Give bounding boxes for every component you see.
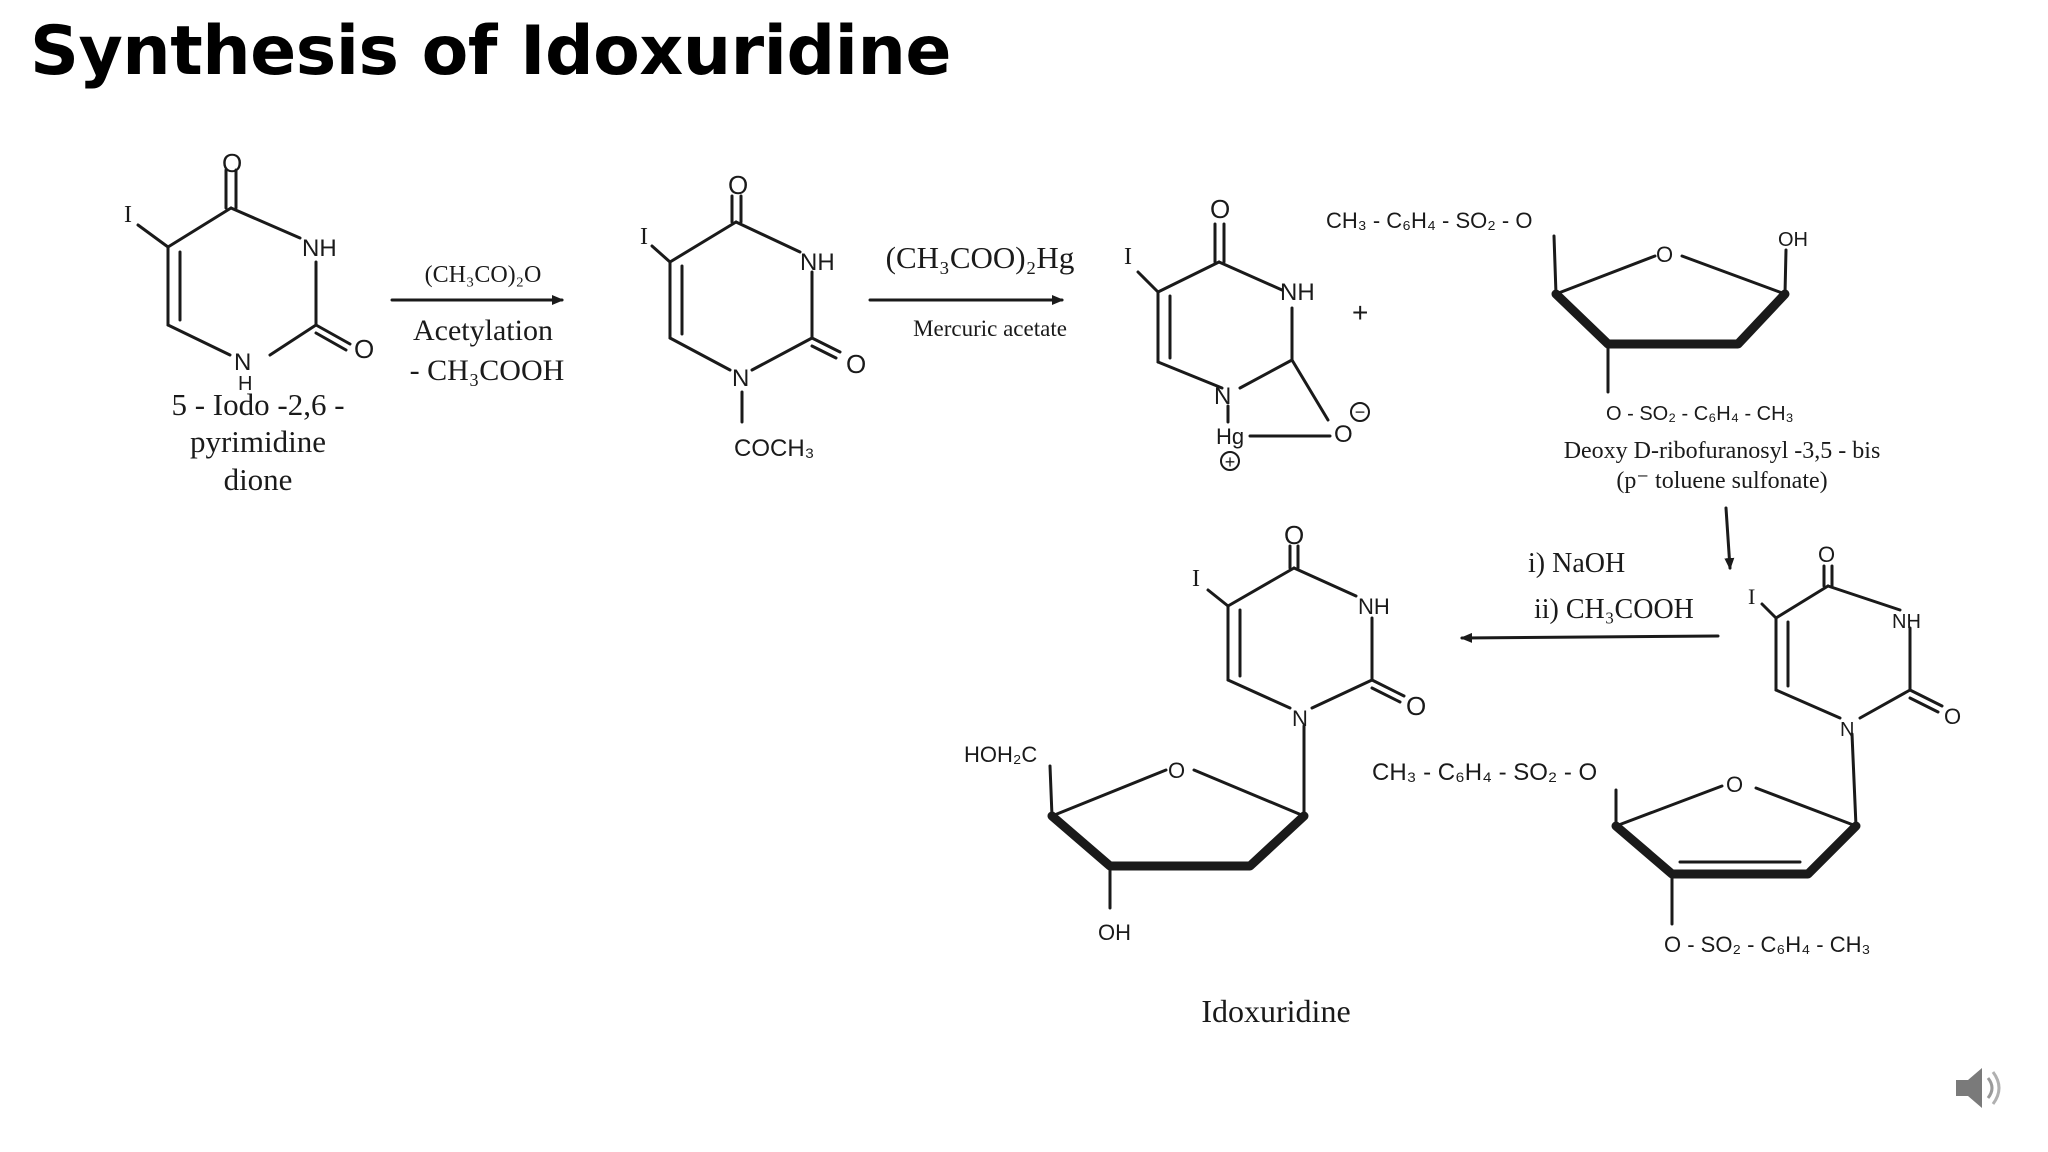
- hydroxyl-label: OH: [1098, 920, 1131, 945]
- compound-1-name: dione: [224, 462, 293, 497]
- oxygen-label: O: [1284, 520, 1304, 550]
- idoxuridine-product: I O NH O N HOH₂C O OH Idoxuridine: [964, 520, 1426, 1029]
- intermediate-nucleoside: I O NH O N CH₃ - C₆H₄ - SO₂ - O O O - SO…: [1372, 542, 1961, 957]
- iodine-label: I: [124, 202, 132, 228]
- tosyl-group-label: O - SO₂ - C₆H₄ - CH₃: [1606, 403, 1794, 425]
- nh-label: NH: [302, 235, 337, 262]
- step-4-arrow: i) NaOH ii) CH₃COOH: [1460, 548, 1720, 643]
- nitrogen-label: N: [1292, 706, 1308, 731]
- plus-charge: +: [1225, 452, 1236, 472]
- step-1-arrow: (CH₃CO)₂O Acetylation - CH₃COOH: [390, 262, 565, 387]
- oxygen-label: O: [354, 334, 374, 364]
- speaker-icon[interactable]: [1950, 1058, 2010, 1118]
- ring-oxygen-label: O: [1168, 758, 1185, 783]
- ring-oxygen-label: O: [1656, 242, 1673, 267]
- oxygen-label: O: [1818, 542, 1835, 567]
- reagent-label: ii) CH₃COOH: [1534, 594, 1694, 625]
- nh-label: NH: [1892, 611, 1921, 633]
- reagent-name: Mercuric acetate: [913, 316, 1067, 341]
- reagent-label: i) NaOH: [1528, 548, 1625, 579]
- positive-charge-icon: [1220, 451, 1240, 471]
- slide-title: Synthesis of Idoxuridine: [30, 12, 951, 91]
- compound-1: I O NH O N H 5 - Iodo -2,6 - pyrimidine …: [124, 148, 374, 497]
- minus-charge: −: [1355, 402, 1366, 422]
- reagent-label: (CH₃CO)₂O: [425, 262, 542, 288]
- oxygen-label: O: [1210, 194, 1230, 224]
- product-name: Idoxuridine: [1201, 993, 1350, 1029]
- nitrogen-label: N: [1840, 719, 1854, 741]
- tosyl-group-label: CH₃ - C₆H₄ - SO₂ - O: [1372, 759, 1597, 786]
- nh-label: NH: [800, 249, 835, 276]
- iodine-label: I: [1748, 584, 1755, 609]
- oxygen-label: O: [1944, 704, 1961, 729]
- byproduct-label: - CH₃COOH: [410, 354, 565, 387]
- negative-charge-icon: [1350, 402, 1370, 422]
- compound-1-name: 5 - Iodo -2,6 -: [171, 387, 344, 422]
- hydrogen-label: H: [238, 373, 252, 395]
- mercury-label: Hg: [1216, 424, 1244, 449]
- tosyl-group-label: O - SO₂ - C₆H₄ - CH₃: [1664, 932, 1870, 957]
- nitrogen-label: N: [732, 365, 749, 392]
- tosyl-group-label: CH₃ - C₆H₄ - SO₂ - O: [1326, 208, 1532, 233]
- step-2-arrow: (CH₃COO)₂Hg Mercuric acetate: [868, 240, 1075, 341]
- down-arrow-icon: [1724, 506, 1735, 570]
- sugar-name: (p⁻ toluene sulfonate): [1616, 468, 1827, 494]
- sugar-reagent: CH₃ - C₆H₄ - SO₂ - O O OH O - SO₂ - C₆H₄…: [1326, 208, 1880, 494]
- sugar-name: Deoxy D-ribofuranosyl -3,5 - bis: [1564, 438, 1881, 464]
- plus-sign: +: [1352, 297, 1368, 328]
- hydroxyl-label: OH: [1778, 229, 1808, 251]
- oxygen-label: O: [846, 349, 866, 379]
- reaction-label: Acetylation: [413, 314, 553, 347]
- oxygen-label: O: [728, 170, 748, 200]
- iodine-label: I: [1192, 566, 1200, 592]
- iodine-label: I: [640, 224, 648, 250]
- acetyl-label: COCH₃: [734, 435, 814, 462]
- compound-1-name: pyrimidine: [190, 424, 326, 459]
- reagent-label: (CH₃COO)₂Hg: [886, 240, 1075, 275]
- nitrogen-label: N: [234, 349, 251, 376]
- ring-oxygen-label: O: [1726, 772, 1743, 797]
- oxygen-label: O: [1406, 691, 1426, 721]
- nitrogen-label: N: [1214, 383, 1231, 410]
- hydroxymethyl-label: HOH₂C: [964, 742, 1037, 767]
- oxygen-label: O: [222, 148, 242, 178]
- iodine-label: I: [1124, 244, 1132, 270]
- oxygen-label: O: [1334, 421, 1353, 448]
- compound-3: I O NH N Hg + O −: [1124, 194, 1370, 472]
- nh-label: NH: [1280, 279, 1315, 306]
- nh-label: NH: [1358, 594, 1390, 619]
- compound-2: I O NH O N COCH₃: [640, 170, 866, 462]
